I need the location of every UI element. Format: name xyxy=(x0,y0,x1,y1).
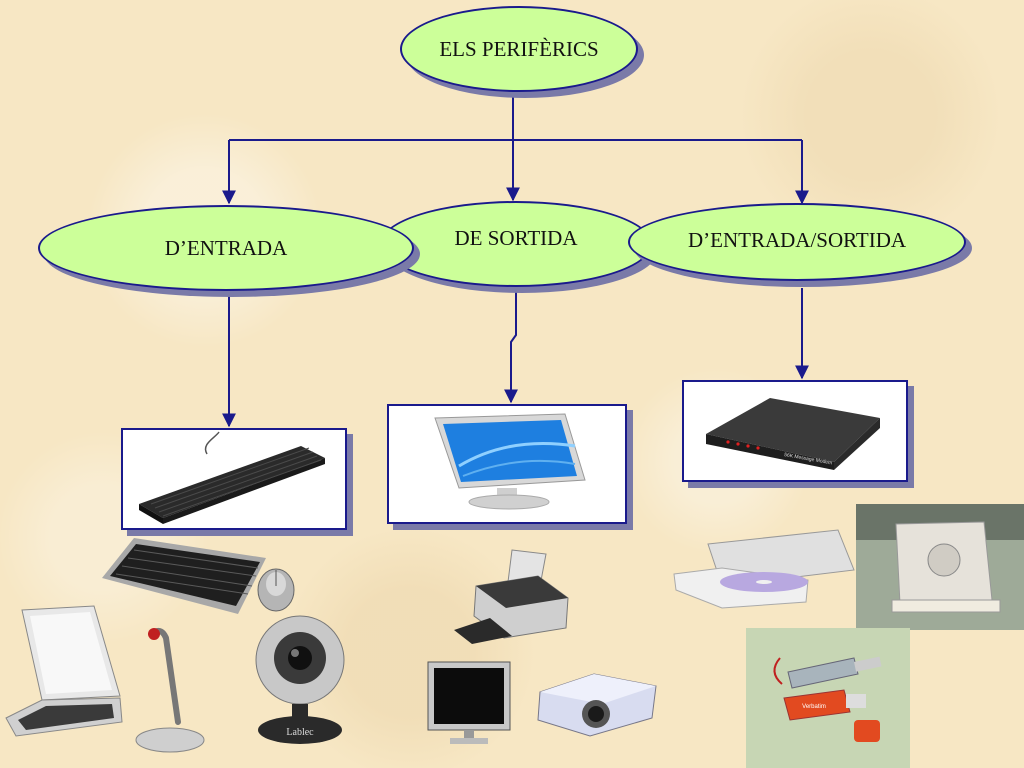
webcam: Lablec xyxy=(250,610,350,746)
microphone xyxy=(132,626,206,754)
node-d-entrada-sortida: D’ENTRADA/SORTIDA xyxy=(628,203,966,281)
printer-icon xyxy=(454,549,569,644)
usb-drive-icon: Verbatim xyxy=(746,628,910,768)
lcd-monitor xyxy=(426,660,512,748)
mouse xyxy=(254,566,298,614)
microphone-icon xyxy=(135,627,205,753)
floppy-drive-photo xyxy=(856,504,1024,630)
printer xyxy=(450,546,570,646)
cd-drive xyxy=(672,528,856,610)
scanner xyxy=(2,604,126,740)
scanner-icon xyxy=(5,605,123,737)
projector-icon xyxy=(537,673,657,737)
keyboard-frame xyxy=(121,428,347,530)
webcam-brand: Lablec xyxy=(286,727,314,738)
usb-brand: Verbatim xyxy=(802,704,826,710)
node-label: D’ENTRADA xyxy=(164,235,288,260)
node-d-entrada: D’ENTRADA xyxy=(38,205,414,291)
keyboard-icon xyxy=(139,431,325,524)
node-de-sortida: DE SORTIDA xyxy=(380,201,652,287)
arrow-output-device xyxy=(504,288,518,404)
floppy-drive-icon xyxy=(856,504,1024,630)
projector xyxy=(534,672,660,738)
modem-icon: 56K Message Modem xyxy=(706,398,880,470)
node-els-perifierics: ELS PERIFÈRICS xyxy=(400,6,638,92)
node-label: DE SORTIDA xyxy=(454,225,578,250)
mouse-icon xyxy=(257,568,295,612)
webcam-icon: Lablec xyxy=(255,615,345,744)
node-label: ELS PERIFÈRICS xyxy=(439,36,599,61)
monitor-icon xyxy=(434,413,586,510)
node-label: D’ENTRADA/SORTIDA xyxy=(687,227,907,252)
monitor-icon xyxy=(427,661,511,744)
cd-drive-icon xyxy=(673,529,855,609)
keyboard-icon xyxy=(102,538,266,614)
keyboard-photo xyxy=(98,534,270,616)
modem-frame: 56K Message Modem xyxy=(682,380,908,482)
usb-drives-photo: Verbatim xyxy=(746,628,910,768)
monitor-frame xyxy=(387,404,627,524)
